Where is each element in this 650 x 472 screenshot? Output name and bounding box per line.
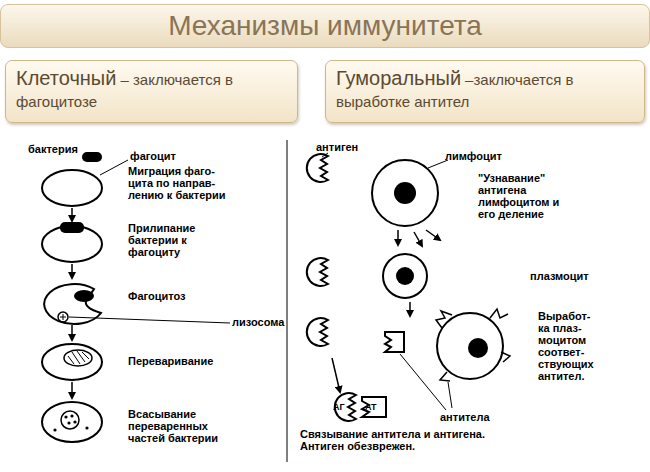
- step-arrow: [332, 358, 340, 392]
- plasmocyte: [383, 254, 427, 298]
- part-label: фагоцит: [130, 150, 210, 162]
- step-arrow: [71, 325, 73, 340]
- phagocyte-cell: [42, 402, 102, 442]
- particle: [85, 426, 88, 429]
- antigen: [307, 318, 328, 346]
- header-title: Гуморальный: [336, 67, 461, 89]
- leader-line: [100, 160, 128, 175]
- step-text: Миграция фаго- цита по направ- лению к б…: [128, 165, 228, 201]
- digest-vacuole: [64, 350, 92, 366]
- step-text: Прилипание бактерии к фагоциту: [128, 222, 208, 258]
- step-arrow: [71, 382, 73, 398]
- leader-line: [322, 153, 328, 157]
- cell-illustration: [42, 140, 510, 462]
- step-arrow: [426, 230, 440, 240]
- step-text: Всасывание переваренных частей бактерии: [128, 408, 223, 444]
- step-text: Переваривание: [128, 355, 228, 367]
- step-text: Связывание антитела и антигена. Антиген …: [300, 428, 500, 452]
- nucleus: [396, 267, 414, 285]
- complex-label: АТ: [365, 402, 383, 412]
- particle: [64, 415, 67, 418]
- part-label: плазмоцит: [530, 270, 610, 282]
- particle: [53, 428, 56, 431]
- leader-line: [448, 382, 452, 408]
- step-text: "Узнавание" антигена лимфоцитом и его де…: [478, 172, 566, 220]
- antigen: [307, 258, 328, 286]
- step-text: Выработ- ка плаз- моцитом соответ- ствую…: [538, 310, 600, 382]
- particle: [73, 420, 76, 423]
- leader-line: [400, 354, 446, 410]
- antibody: [362, 397, 386, 417]
- step-arrow: [409, 302, 411, 316]
- header-title: Клеточный: [16, 67, 116, 89]
- lymphocyte: [372, 160, 438, 226]
- digested-particles: [53, 414, 88, 431]
- lysosome: [58, 312, 68, 322]
- step-arrow: [71, 264, 73, 278]
- nucleus: [394, 182, 416, 204]
- divider-line: [287, 140, 288, 462]
- part-label: антитела: [440, 411, 510, 423]
- lysosome-mark: [60, 314, 66, 320]
- complex-label: АГ: [333, 402, 349, 412]
- step-arrow: [71, 208, 73, 221]
- title-text: Механизмы иммунитета: [168, 10, 482, 41]
- phagocyte-cell: [42, 170, 102, 206]
- header-box: Гуморальный–заключается в выработке анти…: [325, 60, 645, 123]
- vacuole-hatch: [68, 351, 89, 364]
- part-label: лимфоцит: [445, 150, 515, 162]
- particle: [67, 421, 70, 424]
- antibody: [385, 332, 404, 352]
- particle: [70, 414, 73, 417]
- bacterium: [74, 290, 94, 302]
- antibody-spikes: [436, 309, 510, 381]
- digest-vacuole: [61, 411, 79, 429]
- plasmocyte: [437, 313, 503, 379]
- part-label: бактерия: [28, 143, 88, 155]
- step-arrow: [414, 232, 422, 246]
- bacterium: [60, 222, 84, 233]
- part-label: лизосома: [232, 316, 292, 328]
- nucleus: [468, 338, 488, 358]
- phagocyte-cell: [42, 344, 102, 380]
- antigen: [307, 154, 328, 182]
- title-band: Механизмы иммунитета: [0, 4, 650, 48]
- step-text: Фагоцитоз: [128, 290, 218, 302]
- part-label: антиген: [316, 141, 376, 153]
- bacterium: [82, 152, 102, 162]
- leader-line: [69, 317, 230, 323]
- step-arrow: [397, 230, 399, 245]
- header-box: Клеточный– заключается в фагоцитозе: [5, 60, 298, 123]
